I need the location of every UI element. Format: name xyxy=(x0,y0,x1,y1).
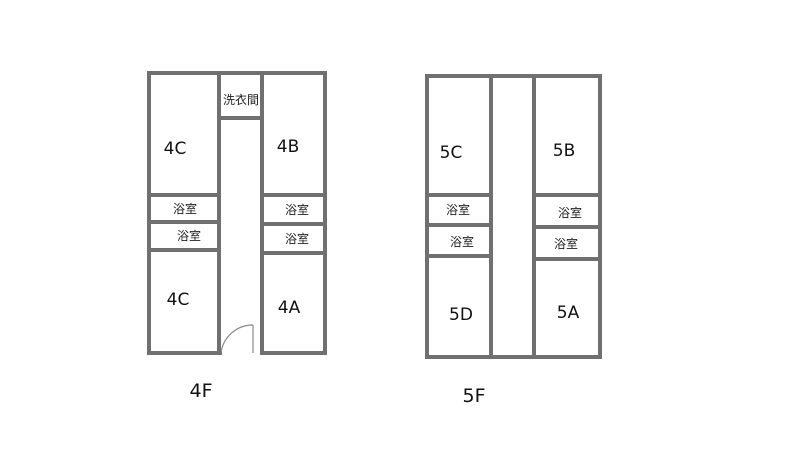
5f-bath-left-upper-label: 浴室 xyxy=(446,202,470,217)
4f-room-4c-lower-label: 4C xyxy=(167,290,190,310)
floor-4-plan xyxy=(147,71,327,355)
4f-entrance-door xyxy=(220,324,254,354)
4f-bath-right-lower-label: 浴室 xyxy=(285,231,309,246)
4f-room-4b-label: 4B xyxy=(277,137,299,157)
5f-floor-label: 5F xyxy=(462,385,485,407)
4f-laundry-label: 洗衣間 xyxy=(223,92,259,107)
5f-room-5a-label: 5A xyxy=(557,303,580,323)
5f-room-5d-label: 5D xyxy=(449,305,473,325)
4f-bath-right-upper-label: 浴室 xyxy=(285,202,309,217)
4f-room-4c-upper-label: 4C xyxy=(164,139,187,159)
5f-bath-right-upper-label: 浴室 xyxy=(558,205,582,220)
5f-bath-left-lower-label: 浴室 xyxy=(450,234,474,249)
5f-room-5c-label: 5C xyxy=(440,143,463,163)
5f-room-5b-label: 5B xyxy=(553,141,575,161)
4f-bath-left-upper-label: 浴室 xyxy=(173,201,197,216)
4f-floor-label: 4F xyxy=(189,380,212,402)
4f-bath-left-lower-label: 浴室 xyxy=(177,228,201,243)
5f-bath-right-lower-label: 浴室 xyxy=(554,236,578,251)
4f-room-4a-label: 4A xyxy=(278,298,301,318)
floor-5-plan xyxy=(425,74,602,359)
